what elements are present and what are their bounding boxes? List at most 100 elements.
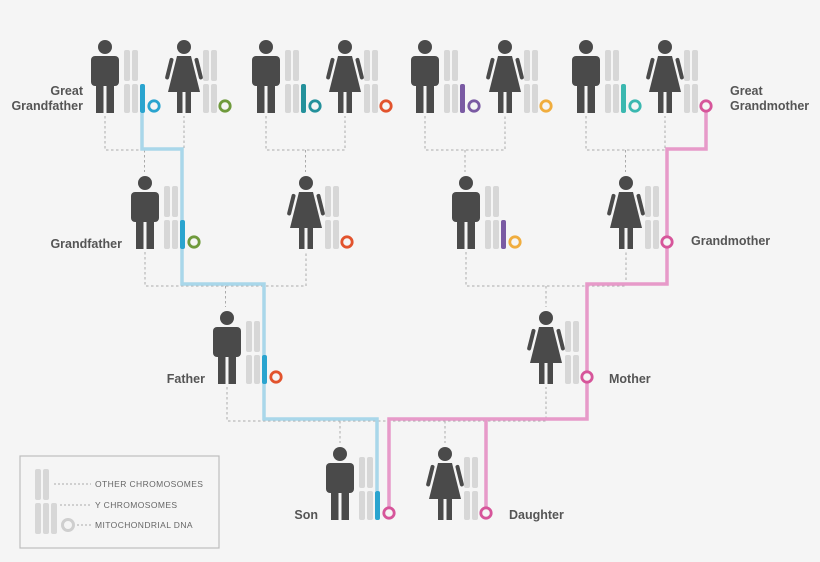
person-parent-female [527, 311, 594, 384]
left-leg [438, 497, 444, 520]
chromosomes [246, 321, 267, 384]
chromosome [684, 84, 690, 113]
chromosome [573, 355, 579, 384]
left-leg [218, 353, 226, 384]
chromosome [333, 220, 339, 249]
dress [329, 56, 361, 92]
chromosomes [164, 186, 185, 249]
head [498, 40, 512, 54]
chromosomes [285, 50, 306, 113]
left-arm [426, 464, 435, 487]
mitochondrial-path [387, 101, 708, 508]
chromosome [472, 491, 478, 520]
mitochondrial-dna [269, 370, 283, 384]
left-arm [646, 57, 655, 80]
chromosome [444, 50, 450, 81]
right-leg [146, 218, 154, 249]
head [539, 311, 553, 325]
y-chromosome [140, 84, 145, 113]
chromosome [367, 457, 373, 488]
torso [572, 56, 600, 86]
chromosome [472, 457, 478, 488]
legend-y-text: Y CHROMOSOMES [95, 500, 178, 510]
chromosome [524, 84, 530, 113]
legend-mito-text: MITOCHONDRIAL DNA [95, 520, 193, 530]
right-leg [446, 497, 452, 520]
left-leg [457, 218, 465, 249]
chromosomes [364, 50, 378, 113]
dress [168, 56, 200, 92]
torso [452, 192, 480, 222]
right-leg [346, 90, 352, 113]
chromosome [692, 84, 698, 113]
chromosome [645, 186, 651, 217]
chromosome [246, 321, 252, 352]
right-arm [636, 193, 645, 216]
label-mother: Mother [609, 372, 651, 386]
person-child-female [426, 447, 493, 520]
head [98, 40, 112, 54]
chromosomes [524, 50, 538, 113]
chromosomes [684, 50, 698, 113]
dashed-couple [265, 116, 346, 151]
y-chromosome [375, 491, 380, 520]
mitochondrial-dna [147, 99, 161, 113]
left-arm [527, 328, 536, 351]
right-arm [556, 328, 565, 351]
mitochondrial-dna [340, 235, 354, 249]
person-great-grandparent-female [486, 40, 553, 113]
person-grandparent-male [452, 176, 522, 249]
chromosome [493, 220, 499, 249]
chromosome [124, 84, 130, 113]
chromosome [172, 220, 178, 249]
chromosome [605, 84, 611, 113]
chromosome [132, 50, 138, 81]
chromosome [285, 84, 291, 113]
person-great-grandparent-female [165, 40, 232, 113]
head [619, 176, 633, 190]
chromosome [254, 321, 260, 352]
mitochondrial-dna [699, 99, 713, 113]
label-grandmother: Grandmother [691, 234, 770, 248]
person-great-grandparent-male [91, 40, 161, 113]
left-arm [165, 57, 174, 80]
right-leg [426, 82, 434, 113]
chromosomes [565, 321, 579, 384]
left-leg [257, 82, 265, 113]
chromosome [372, 84, 378, 113]
left-leg [338, 90, 344, 113]
left-leg [577, 82, 585, 113]
dashed-couple [465, 252, 627, 287]
chromosome [254, 355, 260, 384]
head [220, 311, 234, 325]
connector-lines [104, 116, 666, 443]
chromosome [452, 84, 458, 113]
chromosome [653, 220, 659, 249]
legend-box [19, 455, 220, 549]
chromosome [285, 50, 291, 81]
y-chromosome [301, 84, 306, 113]
dress [489, 56, 521, 92]
torso [213, 327, 241, 357]
chromosome [645, 220, 651, 249]
right-arm [194, 57, 203, 80]
head [418, 40, 432, 54]
chromosome [565, 321, 571, 352]
right-leg [627, 226, 633, 249]
legend: OTHER CHROMOSOMES Y CHROMOSOMES MITOCHON… [19, 455, 220, 549]
chromosome [203, 50, 209, 81]
chromosome [367, 491, 373, 520]
chromosome [203, 84, 209, 113]
mitochondrial-dna [479, 506, 493, 520]
chromosomes [464, 457, 478, 520]
chromosome [452, 50, 458, 81]
legend-mito-icon [61, 518, 75, 532]
torso [326, 463, 354, 493]
chromosome [485, 186, 491, 217]
dashed-couple [104, 116, 185, 151]
head [438, 447, 452, 461]
head [338, 40, 352, 54]
person-grandparent-female [287, 176, 354, 249]
people [91, 40, 713, 520]
